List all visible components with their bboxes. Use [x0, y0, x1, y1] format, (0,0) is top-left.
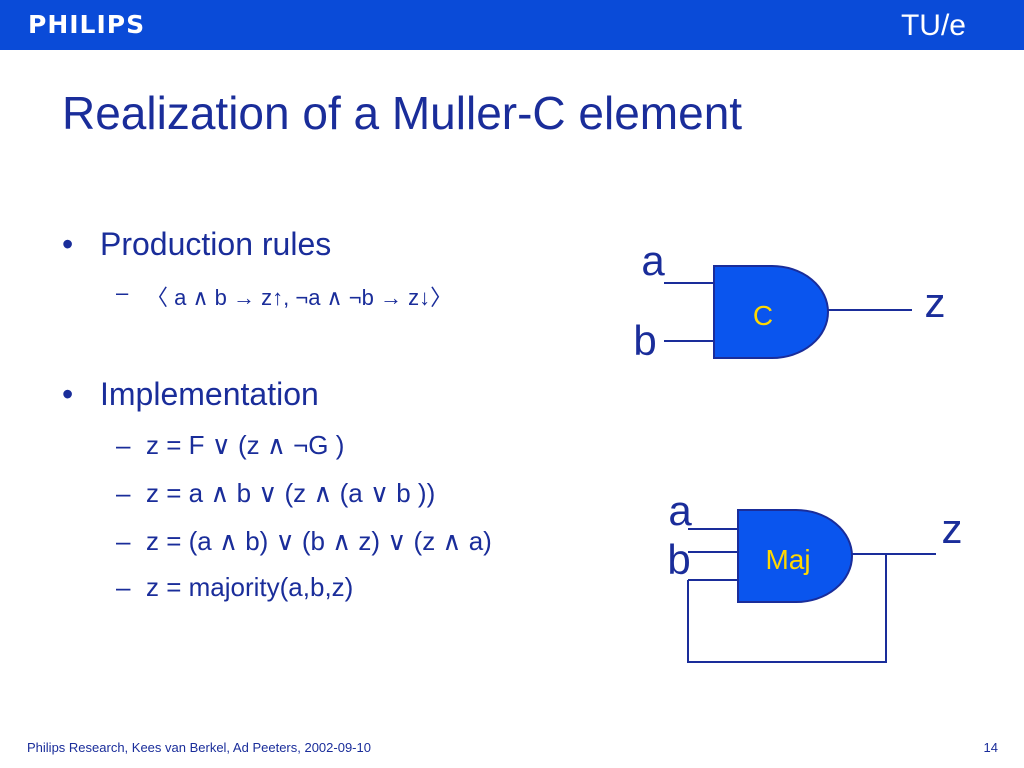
maj-gate-shape	[737, 509, 853, 603]
maj-gate-label: Maj	[765, 544, 810, 575]
sub-text: z = F ∨ (z ∧ ¬G )	[146, 430, 345, 460]
bullet-marker: •	[62, 226, 74, 262]
sub-text: z = majority(a,b,z)	[146, 572, 354, 602]
bullet-marker: •	[62, 376, 74, 412]
sub-marker: –	[116, 526, 131, 556]
maj-input-a-label: a	[668, 487, 692, 534]
c-element-diagram: C a b z	[633, 237, 945, 364]
sub-text: 〈 a ∧ b → z↑, ¬a ∧ ¬b → z↓〉	[146, 285, 453, 310]
c-input-a-label: a	[641, 237, 665, 284]
c-output-label: z	[925, 279, 946, 326]
tue-logo: TU/e	[900, 9, 966, 42]
sub-text: z = (a ∧ b) ∨ (b ∧ z) ∨ (z ∧ a)	[146, 526, 492, 556]
sub-marker: –	[116, 572, 131, 602]
header-bar: PHILIPS TU/e	[0, 0, 1024, 50]
bullet-text: Production rules	[100, 226, 332, 262]
slide-title: Realization of a Muller-C element	[62, 87, 743, 139]
page-number: 14	[983, 740, 998, 755]
c-input-b-label: b	[633, 317, 656, 364]
sub-marker: –	[116, 430, 131, 460]
sub-marker: –	[116, 478, 131, 508]
maj-feedback-wire	[687, 554, 887, 663]
majority-diagram: Maj a b z	[667, 487, 963, 663]
maj-output-label: z	[942, 505, 963, 552]
c-gate-label: C	[753, 300, 773, 331]
c-gate-shape	[713, 265, 829, 359]
footer-credit: Philips Research, Kees van Berkel, Ad Pe…	[27, 740, 371, 755]
philips-logo: PHILIPS	[28, 10, 146, 39]
sub-marker: –	[116, 280, 129, 305]
sub-text: z = a ∧ b ∨ (z ∧ (a ∨ b ))	[146, 478, 436, 508]
bullet-text: Implementation	[100, 376, 319, 412]
maj-input-b-label: b	[667, 536, 690, 583]
